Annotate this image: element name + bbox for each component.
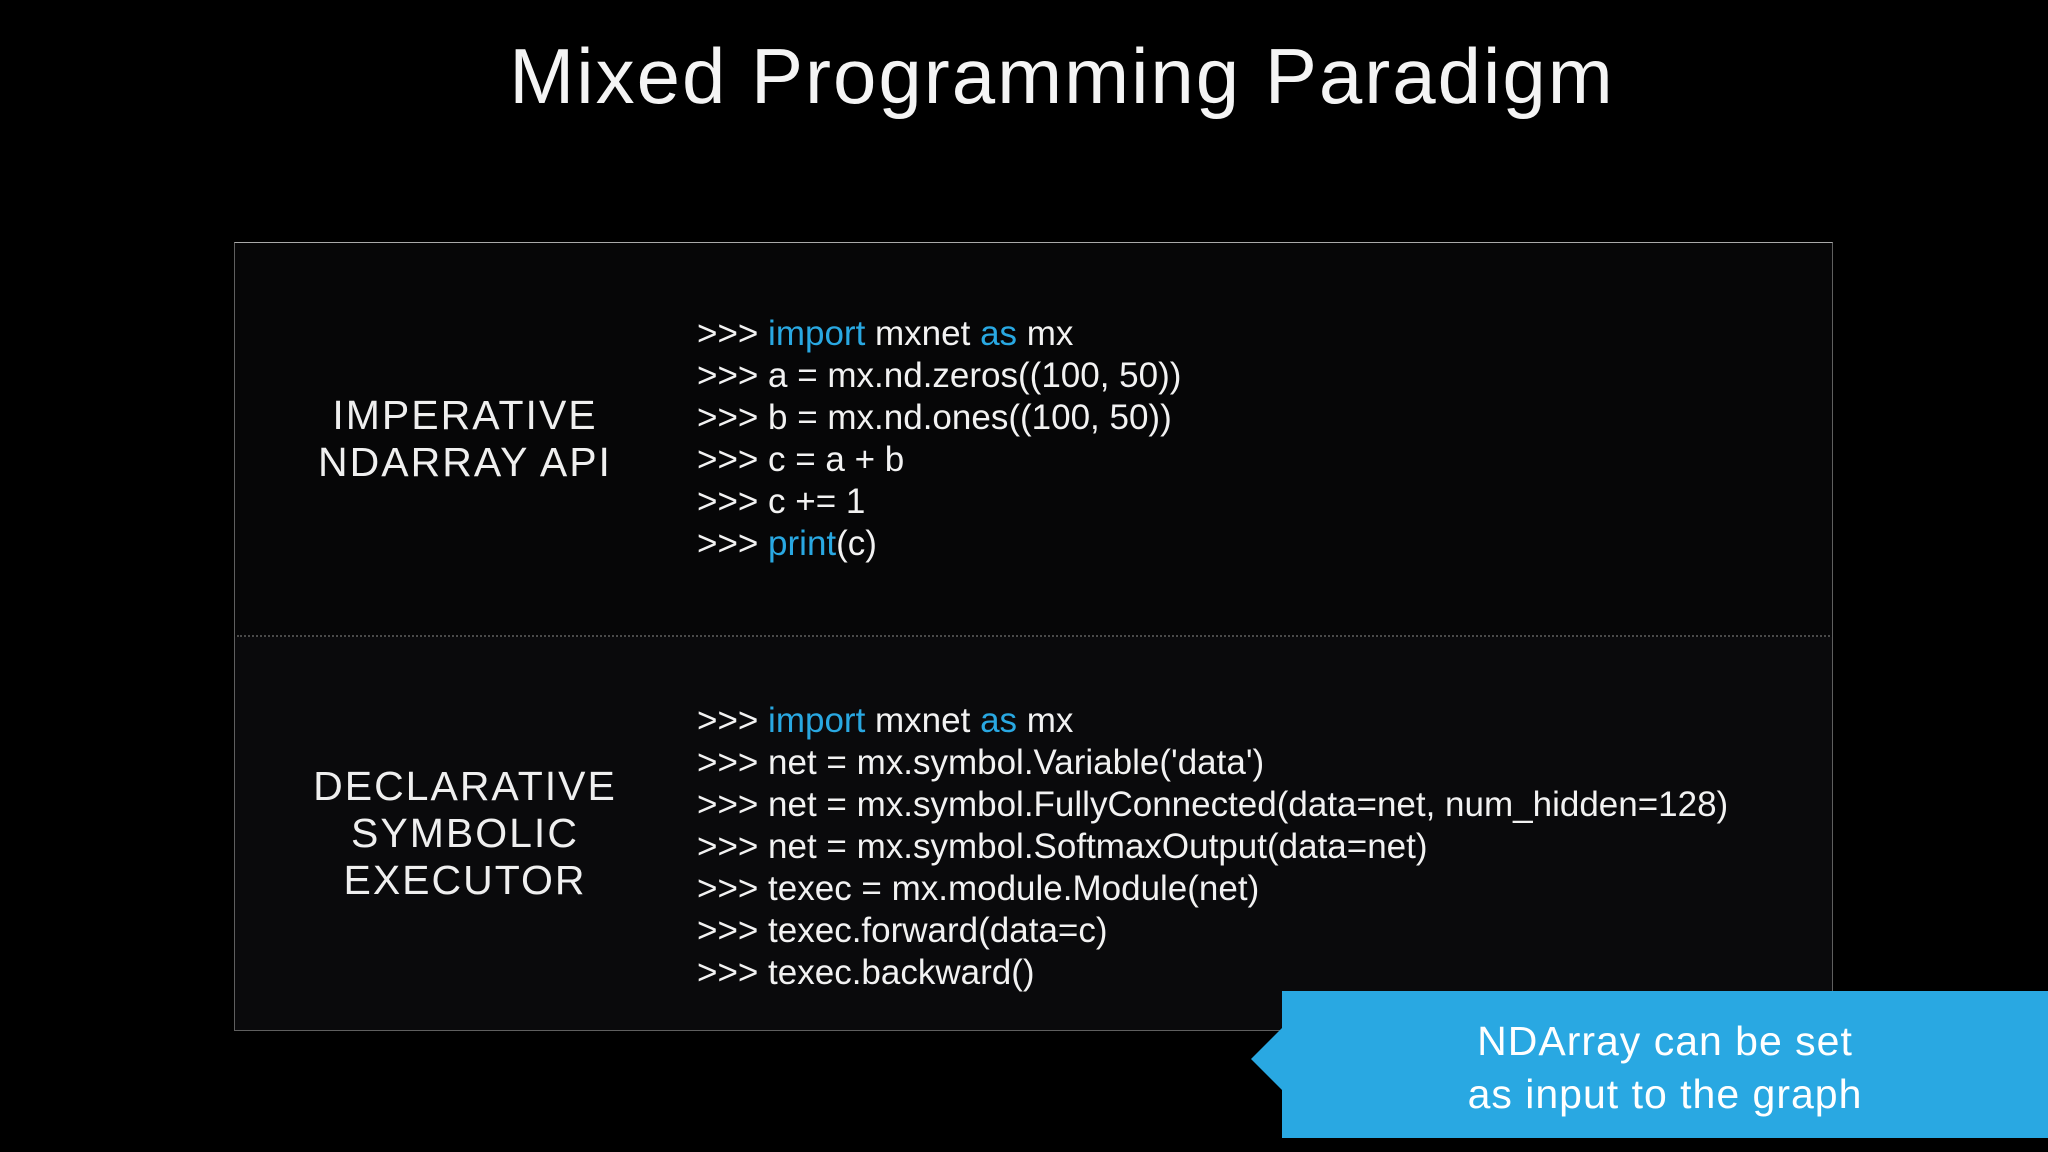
slide-title: Mixed Programming Paradigm [509, 32, 1615, 120]
code-line: >>> texec = mx.module.Module(net) [697, 868, 1832, 910]
code-text: >>> c = a + b [697, 440, 905, 479]
code-line: >>> import mxnet as mx [697, 700, 1832, 742]
code-keyword: as [980, 700, 1018, 740]
code-line: >>> import mxnet as mx [697, 313, 1832, 355]
code-text: mxnet [865, 314, 981, 353]
code-text: (c) [836, 524, 877, 563]
code-text: >>> b = mx.nd.ones((100, 50)) [697, 398, 1172, 437]
code-text: >>> [697, 700, 769, 740]
code-text: mxnet [865, 700, 981, 740]
code-line: >>> b = mx.nd.ones((100, 50)) [697, 397, 1832, 439]
ndarray-callout: NDArray can be set as input to the graph [1251, 991, 2048, 1138]
code-text: mx [1017, 700, 1074, 740]
code-keyword: as [980, 314, 1018, 353]
section-label-line: SYMBOLIC [351, 810, 579, 856]
code-text: >>> texec.backward() [697, 952, 1035, 992]
code-keyword: print [768, 524, 837, 563]
code-text: >>> net = mx.symbol.FullyConnected(data=… [697, 784, 1729, 824]
callout-left-arrow-icon [1251, 1027, 1283, 1091]
code-text: >>> a = mx.nd.zeros((100, 50)) [697, 356, 1182, 395]
section-label-line: NDARRAY API [318, 439, 612, 485]
code-keyword: import [768, 700, 866, 740]
code-text: >>> texec.forward(data=c) [697, 910, 1108, 950]
code-text: >>> net = mx.symbol.SoftmaxOutput(data=n… [697, 826, 1428, 866]
code-line: >>> a = mx.nd.zeros((100, 50)) [697, 355, 1832, 397]
code-text: >>> [697, 314, 769, 353]
code-line: >>> texec.forward(data=c) [697, 910, 1832, 952]
section-divider [237, 635, 1830, 637]
callout-text-line: as input to the graph [1467, 1070, 1863, 1117]
section-label-line: EXECUTOR [343, 857, 587, 903]
code-line: >>> net = mx.symbol.SoftmaxOutput(data=n… [697, 826, 1832, 868]
section-label-line: DECLARATIVE [313, 763, 617, 809]
code-keyword: import [768, 314, 866, 353]
imperative-code-block: >>> import mxnet as mx>>> a = mx.nd.zero… [695, 243, 1832, 635]
code-text: >>> [697, 524, 769, 563]
code-line: >>> print(c) [697, 523, 1832, 565]
code-text: >>> texec = mx.module.Module(net) [697, 868, 1260, 908]
section-label-line: IMPERATIVE [332, 392, 598, 438]
code-line: >>> net = mx.symbol.FullyConnected(data=… [697, 784, 1832, 826]
callout-text-line: NDArray can be set [1477, 1017, 1853, 1064]
code-line: >>> net = mx.symbol.Variable('data') [697, 742, 1832, 784]
code-line: >>> c += 1 [697, 481, 1832, 523]
code-text: >>> c += 1 [697, 482, 866, 521]
code-text: >>> net = mx.symbol.Variable('data') [697, 742, 1265, 782]
code-line: >>> texec.backward() [697, 952, 1832, 994]
code-text: mx [1017, 314, 1074, 353]
declarative-code-block: >>> import mxnet as mx>>> net = mx.symbo… [695, 637, 1832, 1030]
code-line: >>> c = a + b [697, 439, 1832, 481]
